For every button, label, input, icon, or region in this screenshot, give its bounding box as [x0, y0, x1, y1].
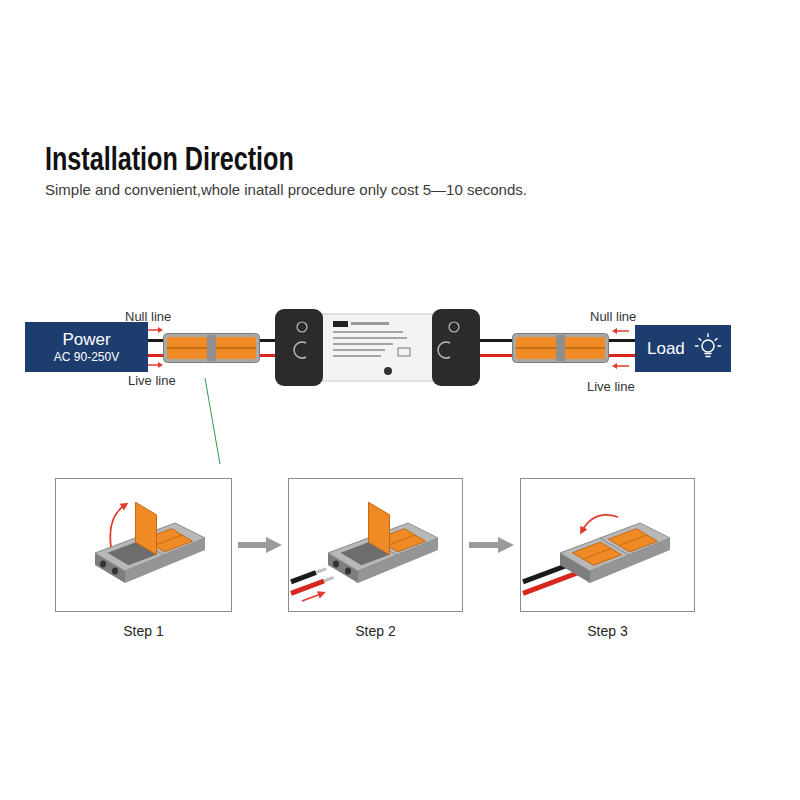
screw-symbol [449, 322, 459, 332]
null-wire [291, 573, 316, 582]
print-line [333, 343, 393, 345]
bulb-icon [696, 334, 721, 357]
wire-hole [112, 568, 118, 575]
lever-stripe [387, 535, 415, 546]
motion-arrow [302, 594, 322, 602]
step-illustration [95, 502, 205, 583]
print-line [333, 337, 407, 339]
crescent-mark [438, 342, 450, 358]
live-wire [291, 581, 324, 593]
step-arrow [469, 542, 498, 548]
step-illustration [291, 502, 438, 601]
wire-tip [316, 569, 326, 573]
cert-mark [398, 348, 410, 356]
wire-hole [345, 568, 351, 575]
direction-arrow [612, 328, 617, 334]
step-label: Step 1 [56, 623, 231, 639]
direction-arrow [158, 362, 163, 368]
direction-arrow [617, 330, 629, 332]
module-cap [275, 309, 323, 386]
box-subtitle: AC 90-250V [54, 350, 119, 364]
print-line [333, 355, 381, 357]
wire-hole [333, 561, 339, 568]
step-label: Step 2 [289, 623, 462, 639]
live-wire [606, 354, 636, 357]
box-title: Power [62, 330, 110, 350]
lever [609, 529, 658, 552]
lever-stripe [583, 549, 611, 560]
leader-line [205, 378, 220, 464]
module-cap [432, 309, 480, 386]
step-frame: Step 2 [288, 478, 463, 612]
lever-connector [513, 334, 609, 363]
live-wire [476, 354, 515, 357]
lever-stripe [154, 535, 182, 546]
step-frame: Step 1 [55, 478, 232, 612]
step-illustration [523, 515, 670, 594]
smart-switch-module [275, 309, 480, 386]
lever [573, 542, 622, 565]
logo-mark [333, 321, 348, 327]
box-title: Load [647, 339, 685, 359]
print-line [351, 322, 389, 325]
raised-lever [369, 502, 390, 555]
direction-arrow [617, 365, 629, 367]
null-wire [476, 339, 515, 342]
raised-lever [136, 502, 157, 555]
step-label: Step 3 [521, 623, 694, 639]
crescent-mark [294, 342, 306, 358]
wire-label: Live line [128, 373, 176, 388]
direction-arrow [612, 363, 617, 369]
step-arrow [238, 542, 266, 548]
null-wire [606, 339, 636, 342]
page-title: Installation Direction [45, 138, 294, 178]
print-line [333, 349, 385, 351]
screw-symbol [297, 322, 307, 332]
step-frame: Step 3 [520, 478, 695, 612]
motion-arrow [582, 515, 618, 531]
wire-tip [324, 577, 334, 581]
subtitle-caption: Simple and convenient,whole inatall proc… [45, 181, 527, 199]
button [384, 367, 392, 375]
live-wire [523, 572, 580, 593]
connector-top [560, 523, 670, 571]
wire-hole [100, 561, 106, 568]
lever-connector [164, 334, 260, 363]
power-source-box: PowerAC 90-250V [25, 322, 148, 372]
wire-label: Null line [125, 309, 171, 324]
lever-stripe [619, 535, 647, 546]
print-line [333, 331, 403, 333]
wire-label: Live line [587, 379, 635, 394]
module-body [310, 314, 445, 381]
motion-arrow [110, 505, 125, 547]
load-box: Load [635, 325, 731, 372]
wire-label: Null line [590, 309, 636, 324]
direction-arrow [158, 327, 163, 333]
